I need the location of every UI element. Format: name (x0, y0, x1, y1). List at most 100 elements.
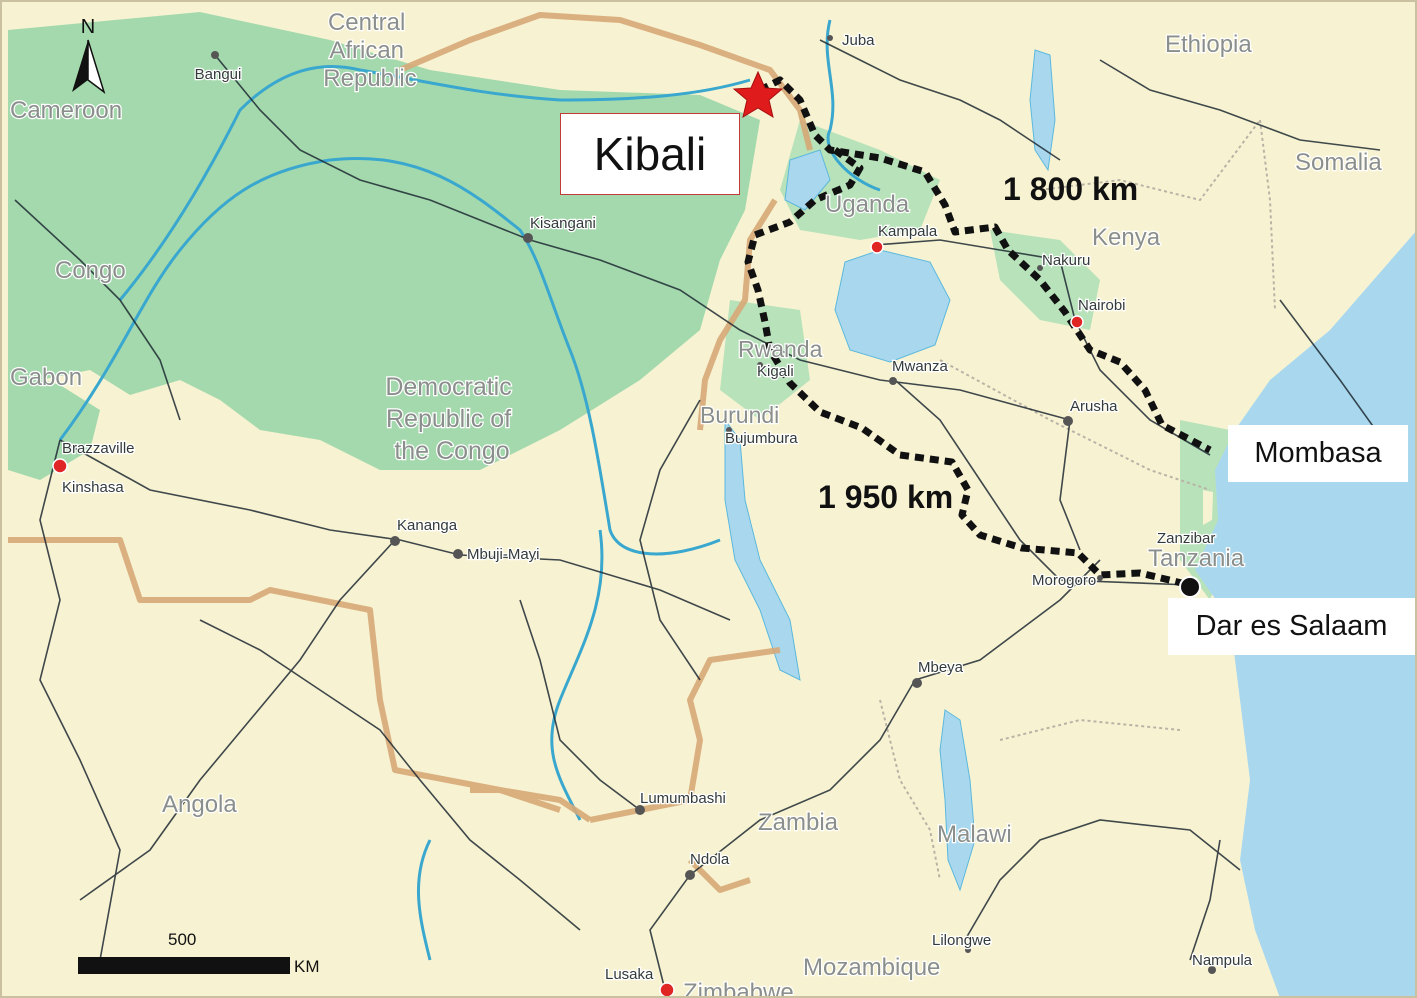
border-zambia-angola (470, 787, 561, 813)
kasai-river (416, 839, 432, 961)
city-label-nakuru: Nakuru (1042, 252, 1090, 269)
country-label-somalia: Somalia (1295, 149, 1382, 176)
car-line-1: Central (328, 9, 405, 36)
country-label-malawi: Malawi (937, 821, 1012, 848)
distance-label-dar: 1 950 km (818, 479, 953, 515)
city-label-lusaka: Lusaka (605, 966, 654, 983)
city-label-bangui: Bangui (195, 66, 242, 83)
city-brazzaville: Brazzaville (52, 439, 136, 474)
road-15 (199, 619, 581, 931)
road-9 (519, 599, 641, 811)
country-label-zambia: Zambia (758, 809, 839, 836)
city-label-lumumbashi: Lumumbashi (640, 790, 726, 807)
kibali-label-box: Kibali (560, 113, 740, 195)
city-juba: Juba (827, 31, 876, 50)
country-label-mozambique: Mozambique (803, 954, 940, 981)
lake-tanganyika (724, 418, 801, 681)
border-car-drc (398, 12, 813, 151)
border-drc-angola (8, 537, 592, 823)
country-label-burundi: Burundi (700, 402, 779, 428)
city-label-morogoro: Morogoro (1032, 572, 1096, 589)
road-7 (914, 559, 1101, 681)
road-6 (894, 379, 1191, 586)
city-label-mbuji-mayi: Mbuji-Mayi (467, 546, 540, 563)
drc-line-2: Republic of (386, 405, 511, 433)
city-label-mwanza: Mwanza (892, 358, 949, 375)
city-label-juba: Juba (842, 32, 875, 49)
rivers (58, 19, 881, 961)
road-3 (214, 54, 531, 241)
country-labels: Central African Republic Cameroon Congo … (9, 8, 1384, 998)
city-label-nampula: Nampula (1192, 952, 1253, 969)
road-8 (649, 679, 916, 991)
kibali-star-icon (732, 70, 784, 119)
roads (14, 39, 1391, 991)
border-zambia-zimbabwe (687, 857, 751, 893)
city-nakuru: Nakuru (1037, 251, 1092, 271)
city-lumumbashi: Lumumbashi (635, 789, 727, 815)
city-arusha: Arusha (1063, 397, 1119, 426)
city-mwanza: Mwanza (889, 357, 950, 385)
lake-turkana (1029, 49, 1056, 172)
dar-es-salaam-marker (1179, 576, 1201, 598)
road-10 (79, 539, 396, 901)
country-label-angola: Angola (162, 791, 237, 818)
city-label-brazzaville: Brazzaville (62, 440, 135, 457)
country-label-drc: Democratic Republic of the Congo (385, 373, 518, 465)
scale-bar-unit: KM (294, 957, 320, 976)
city-morogoro: Morogoro (1031, 571, 1103, 590)
city-label-ndola: Ndola (690, 851, 730, 868)
city-label-kisangani: Kisangani (530, 215, 596, 232)
city-label-kananga: Kananga (397, 517, 458, 534)
drc-line-1: Democratic (385, 373, 511, 401)
city-kananga: Kananga (390, 516, 459, 546)
city-label-lilongwe: Lilongwe (932, 932, 991, 949)
minor-borders (879, 119, 1276, 881)
road-16 (639, 399, 701, 681)
route-mombasa-line (758, 76, 1212, 454)
road-14 (1189, 839, 1221, 961)
country-label-kenya: Kenya (1092, 224, 1161, 251)
car-line-2: African (329, 37, 404, 64)
lakes (724, 49, 1056, 892)
road-13 (1059, 419, 1081, 551)
route-dar-line (744, 147, 1191, 589)
north-arrow-icon: N (72, 16, 106, 94)
north-arrow-right (87, 39, 106, 94)
city-kisangani: Kisangani (523, 214, 597, 243)
city-label-kinshasa: Kinshasa (62, 479, 124, 496)
white-nile (825, 19, 881, 192)
city-kigali: Kigali (756, 362, 795, 382)
forest-rwanda (720, 300, 810, 420)
country-label-cameroon: Cameroon (10, 97, 122, 124)
city-label-kampala: Kampala (878, 223, 938, 240)
border-kenya-tanzania (939, 359, 1211, 491)
country-label-rwanda: Rwanda (738, 336, 823, 362)
drc-line-3: the Congo (394, 437, 509, 465)
road-11 (964, 819, 1241, 941)
distance-label-mombasa: 1 800 km (1003, 171, 1138, 207)
lake-malawi (939, 709, 976, 892)
city-bujumbura: Bujumbura (724, 427, 799, 448)
city-label-zanzibar: Zanzibar (1157, 530, 1215, 547)
country-label-tanzania: Tanzania (1148, 545, 1245, 572)
city-ndola: Ndola (685, 850, 731, 880)
road-1 (59, 439, 731, 621)
road-2 (39, 439, 121, 961)
lake-albert (784, 149, 831, 211)
international-borders (8, 12, 813, 893)
country-label-car: Central African Republic (323, 9, 416, 92)
road-12 (819, 39, 1061, 161)
country-label-zimbabwe: Zimbabwe (683, 979, 794, 998)
forest-gabon (8, 370, 100, 480)
city-nairobi: Nairobi (1070, 296, 1127, 329)
city-label-nairobi: Nairobi (1078, 297, 1126, 314)
border-drc-uganda (697, 198, 778, 431)
city-label-arusha: Arusha (1070, 398, 1118, 415)
city-label-kigali: Kigali (757, 363, 794, 380)
city-label-bujumbura: Bujumbura (725, 430, 798, 447)
city-lilongwe: Lilongwe (931, 931, 993, 953)
city-zanzibar: Zanzibar (1156, 529, 1217, 549)
